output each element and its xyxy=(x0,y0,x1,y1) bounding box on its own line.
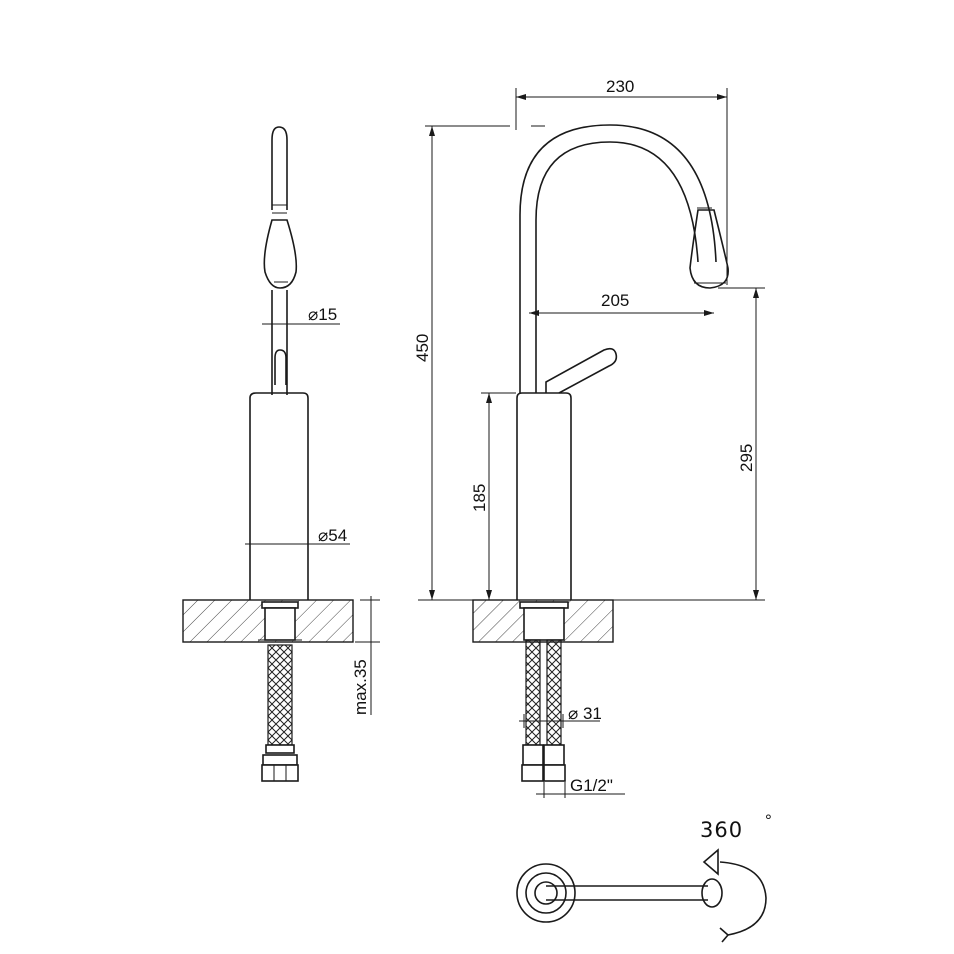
dim-side-spout-diameter: ⌀15 xyxy=(308,305,337,324)
side-hose xyxy=(267,644,293,746)
front-lever xyxy=(545,347,618,394)
side-spout-stem xyxy=(271,126,288,210)
front-hose-right xyxy=(546,639,562,746)
dim-front-spout-height: 295 xyxy=(737,444,756,472)
front-gooseneck-spout xyxy=(519,124,717,393)
dim-front-reach: 205 xyxy=(601,291,629,310)
front-nozzle xyxy=(689,209,729,289)
dim-front-height: 450 xyxy=(413,334,432,362)
rotation-degree-mark: ° xyxy=(765,811,772,830)
rotation-arrow-icon xyxy=(719,861,767,936)
dim-front-thread: G1/2" xyxy=(570,776,613,795)
dim-side-body-diameter: ⌀54 xyxy=(318,526,347,545)
dim-side-deck-thickness: max.35 xyxy=(351,659,370,715)
side-view: ⌀15 ⌀54 max.35 xyxy=(182,126,380,782)
rotation-view: 360 ° xyxy=(516,811,772,943)
top-base-outer-ring xyxy=(516,863,576,923)
top-spout-arm xyxy=(546,885,708,901)
side-lever xyxy=(274,349,287,385)
rotation-label: 360 xyxy=(700,818,743,842)
side-body xyxy=(249,392,309,600)
front-hose-left xyxy=(525,639,541,746)
side-nozzle xyxy=(263,219,298,289)
front-body xyxy=(516,392,572,600)
dim-front-hose-diameter: ⌀ 31 xyxy=(568,704,602,723)
front-view: 230 450 205 295 185 ⌀ 31 G1/2" xyxy=(413,77,765,798)
dim-front-body-height: 185 xyxy=(470,484,489,512)
dim-front-width: 230 xyxy=(606,77,634,96)
